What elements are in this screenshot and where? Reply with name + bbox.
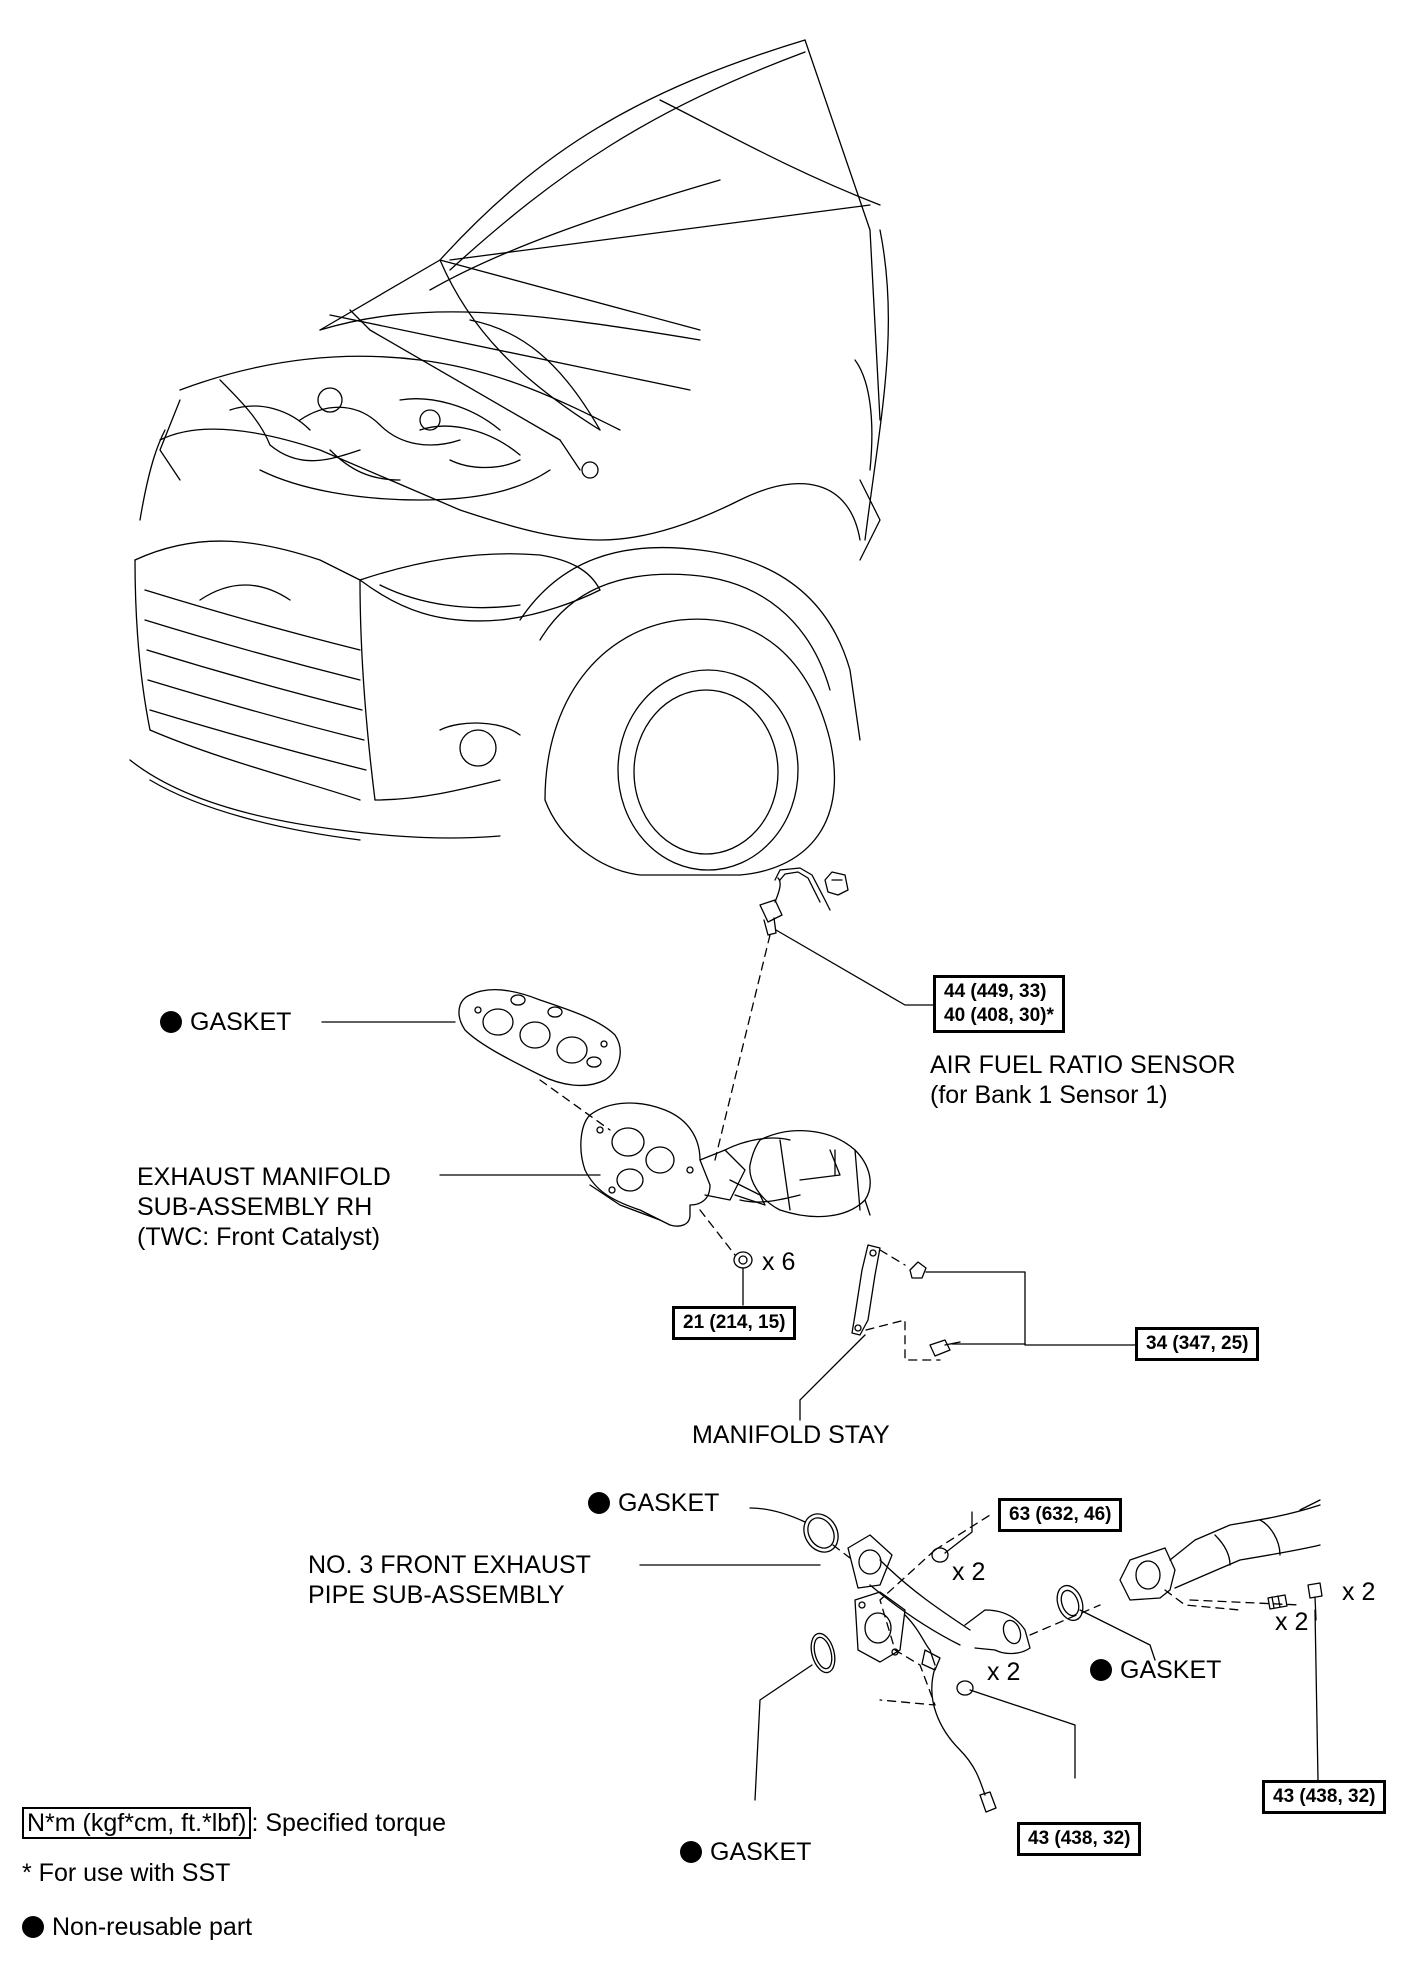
legend-non-reusable-text: Non-reusable part xyxy=(52,1913,253,1941)
gasket-text-2: GASKET xyxy=(618,1489,720,1517)
vehicle-illustration xyxy=(129,39,890,876)
manifold-stay-illustration xyxy=(799,1244,881,1421)
torque-box-front-pipe-lower: 43 (438, 32) xyxy=(1017,1822,1142,1856)
gasket-label-1: GASKET xyxy=(160,1007,291,1037)
legend-torque: N*m (kgf*cm, ft.*lbf): Specified torque xyxy=(22,1807,447,1839)
manifold-gasket-illustration xyxy=(321,988,621,1087)
rear-flange-stud-illustration xyxy=(1267,1594,1288,1610)
non-reusable-dot-icon xyxy=(160,1011,182,1033)
front-pipe-gasket-upper-illustration xyxy=(749,1507,839,1553)
manifold-nut-illustration xyxy=(733,1251,753,1306)
front-pipe-bolt-upper-illustration xyxy=(931,1511,973,1563)
exhaust-manifold-illustration xyxy=(580,1102,871,1227)
air-fuel-ratio-sensor-text: AIR FUEL RATIO SENSOR xyxy=(930,1051,1236,1079)
gasket-text-3: GASKET xyxy=(1120,1656,1222,1684)
air-fuel-ratio-sensor-sub: (for Bank 1 Sensor 1) xyxy=(930,1081,1168,1109)
legend-torque-unit: N*m (kgf*cm, ft.*lbf) xyxy=(22,1807,252,1839)
torque-sensor-line2: 40 (408, 30)* xyxy=(944,1005,1054,1026)
bolts-63-quantity: x 2 xyxy=(952,1558,986,1586)
front-exhaust-pipe-text-1: NO. 3 FRONT EXHAUST xyxy=(308,1551,591,1579)
bolts-43-quantity: x 2 xyxy=(987,1658,1021,1686)
stay-bolt-illustration xyxy=(929,1339,1026,1357)
non-reusable-dot-icon xyxy=(1090,1659,1112,1681)
legend-torque-desc: : Specified torque xyxy=(251,1809,447,1837)
gasket-label-4: GASKET xyxy=(680,1837,811,1867)
torque-box-manifold-stay: 34 (347, 25) xyxy=(1135,1327,1260,1361)
rear-flange-bolt-illustration xyxy=(1307,1582,1323,1781)
legend-sst-note: * For use with SST xyxy=(22,1859,231,1887)
bolts-right-quantity: x 2 xyxy=(1342,1578,1376,1606)
manifold-stay-label: MANIFOLD STAY xyxy=(692,1421,890,1449)
torque-box-rear-flange: 43 (438, 32) xyxy=(1262,1780,1387,1814)
air-fuel-ratio-sensor-label: AIR FUEL RATIO SENSOR (for Bank 1 Sensor… xyxy=(930,1050,1236,1110)
front-pipe-bolt-lower-illustration xyxy=(956,1680,1076,1779)
non-reusable-dot-icon xyxy=(588,1492,610,1514)
studs-right-quantity: x 2 xyxy=(1275,1608,1309,1636)
front-exhaust-pipe-text-2: PIPE SUB-ASSEMBLY xyxy=(308,1581,565,1609)
exhaust-manifold-text-3: (TWC: Front Catalyst) xyxy=(137,1223,381,1251)
non-reusable-dot-icon xyxy=(680,1841,702,1863)
nuts-quantity: x 6 xyxy=(762,1248,796,1276)
air-fuel-ratio-sensor-illustration xyxy=(759,867,936,1006)
rear-exhaust-pipe-illustration xyxy=(1119,1499,1321,1601)
torque-box-manifold-nuts: 21 (214, 15) xyxy=(672,1306,797,1340)
front-pipe-gasket-lower-illustration xyxy=(754,1632,836,1801)
gasket-text-1: GASKET xyxy=(190,1008,292,1036)
front-exhaust-pipe-illustration xyxy=(639,1534,1031,1813)
exhaust-manifold-text-1: EXHAUST MANIFOLD xyxy=(137,1163,391,1191)
stay-nut-illustration xyxy=(909,1261,1136,1346)
exhaust-manifold-label: EXHAUST MANIFOLD SUB-ASSEMBLY RH (TWC: F… xyxy=(137,1162,391,1252)
torque-sensor-line1: 44 (449, 33) xyxy=(944,981,1047,1002)
front-exhaust-pipe-label: NO. 3 FRONT EXHAUST PIPE SUB-ASSEMBLY xyxy=(308,1550,591,1610)
gasket-label-3: GASKET xyxy=(1090,1655,1221,1685)
torque-box-sensor: 44 (449, 33) 40 (408, 30)* xyxy=(933,975,1065,1033)
gasket-text-4: GASKET xyxy=(710,1838,812,1866)
rear-flange-gasket-illustration xyxy=(1056,1584,1156,1661)
legend-non-reusable: Non-reusable part xyxy=(22,1912,252,1942)
gasket-label-2: GASKET xyxy=(588,1488,719,1518)
non-reusable-dot-icon xyxy=(22,1916,44,1938)
torque-box-front-pipe-upper: 63 (632, 46) xyxy=(998,1498,1123,1532)
exhaust-manifold-text-2: SUB-ASSEMBLY RH xyxy=(137,1193,373,1221)
